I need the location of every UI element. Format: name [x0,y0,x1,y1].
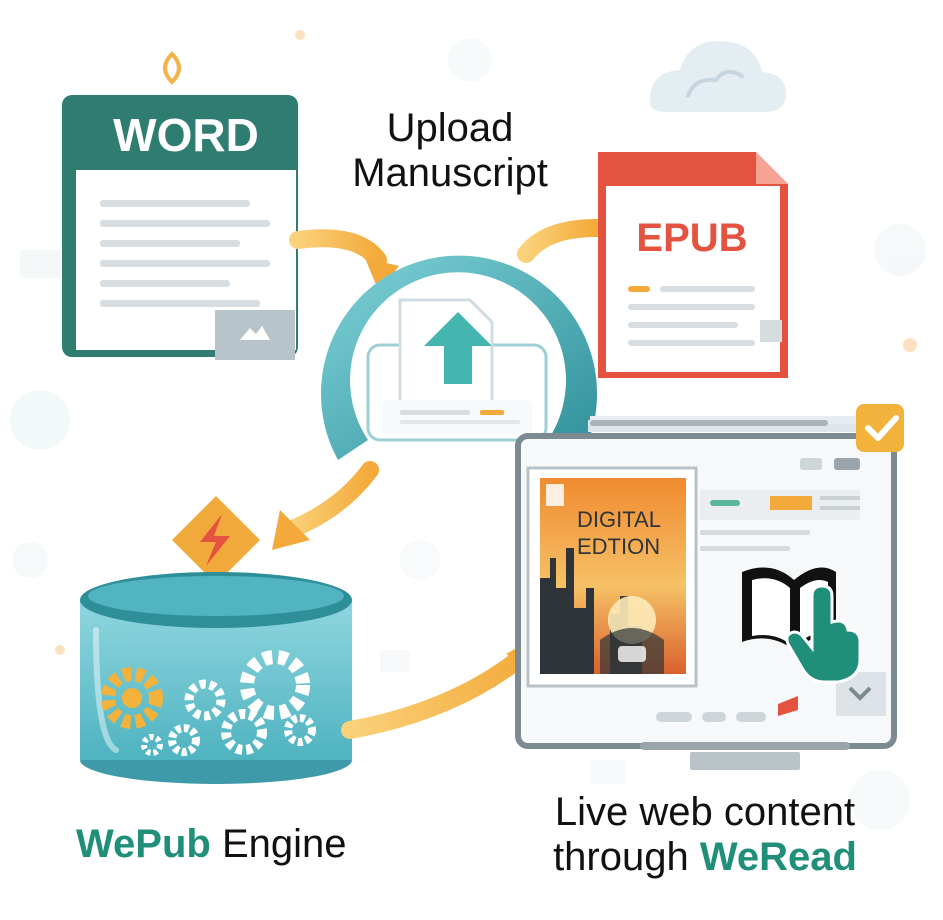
chevron-down-icon [848,686,872,701]
upload-label-line1: Upload [386,106,514,150]
word-document-icon [62,95,298,360]
live-label-prefix: through [553,834,700,879]
live-web-content-label: Live web content through WeRead [505,790,905,880]
live-label-line2: through WeRead [505,835,905,880]
live-label-line1: Live web content [554,790,856,834]
word-title: WORD [113,109,259,161]
hand-pointer-icon [785,584,862,684]
upload-label-line2: Manuscript [352,150,548,195]
arrow-word-to-upload [289,229,399,292]
epub-document-icon [598,152,788,378]
arrow-upload-to-engine [272,461,379,550]
weread-brand: WeRead [699,834,857,879]
arrow-epub-to-upload [517,219,605,263]
cover-title-line2: EDTION [577,534,660,559]
background-decor [10,30,926,830]
cloud-icon [649,41,786,112]
epub-title: EPUB [636,216,747,260]
upload-manuscript-label: Upload Manuscript [330,106,570,196]
wepub-brand: WePub [76,822,211,866]
checkmark-icon [856,404,904,452]
book-cover [526,466,698,688]
cover-title-line1: DIGITAL [577,507,661,532]
gear-icon [101,650,316,756]
pin-icon [163,51,181,85]
wepub-engine-barrel [80,572,352,784]
lightning-icon [172,496,260,584]
upload-arrow-icon [424,312,492,384]
wepub-engine-label: WePub Engine [76,822,347,867]
engine-word: Engine [210,822,347,866]
